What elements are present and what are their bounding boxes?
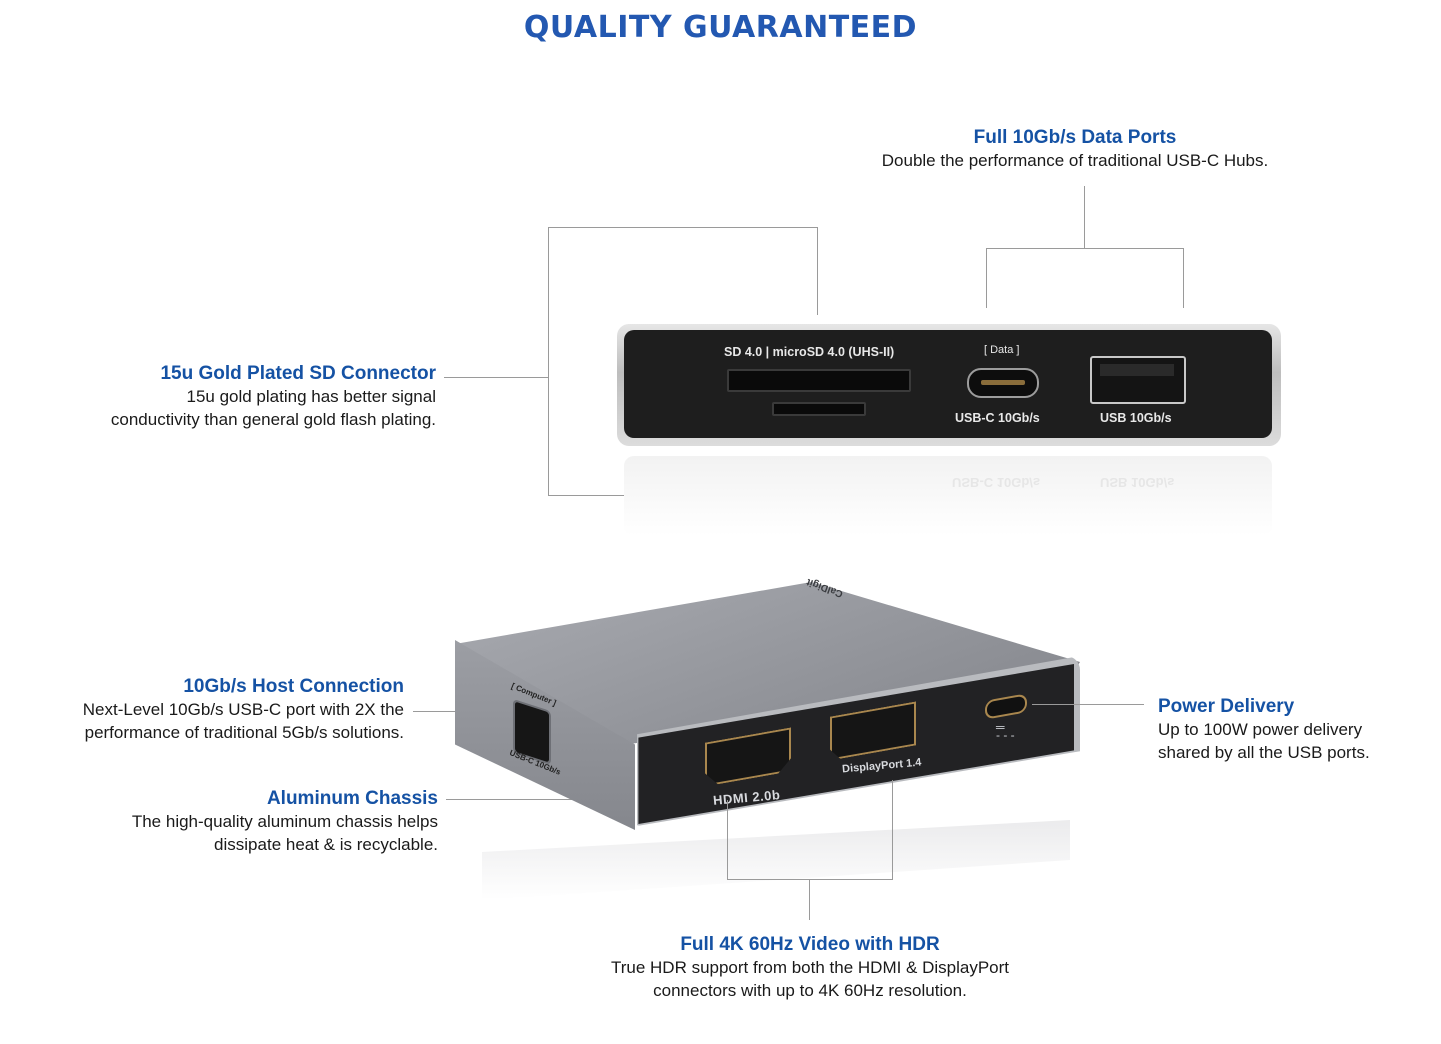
dc-power-icon: ═- - - [996, 720, 1015, 742]
leader-line [1032, 704, 1144, 705]
leader-line [817, 227, 818, 315]
leader-line [986, 248, 1184, 249]
callout-text: Up to 100W power delivery shared by all … [1158, 720, 1370, 762]
leader-line [892, 780, 893, 879]
callout-data-ports: Full 10Gb/s Data Ports Double the perfor… [840, 126, 1310, 172]
leader-line [809, 879, 810, 920]
callout-video-hdr: Full 4K 60Hz Video with HDR True HDR sup… [555, 933, 1065, 1002]
callout-heading: Aluminum Chassis [266, 788, 438, 809]
callout-heading: Full 4K 60Hz Video with HDR [680, 934, 940, 955]
leader-line [1084, 186, 1085, 248]
callout-heading: 10Gb/s Host Connection [183, 676, 404, 697]
leader-line [1183, 248, 1184, 308]
callout-heading: Full 10Gb/s Data Ports [973, 127, 1177, 148]
reflection-text: USB-C 10Gb/s [952, 475, 1041, 490]
sd-label: SD 4.0 | microSD 4.0 (UHS-II) [724, 345, 895, 359]
callout-text: 15u gold plating has better signal condu… [110, 387, 436, 429]
usbc-data-tag: [ Data ] [984, 344, 1020, 356]
leader-line [444, 377, 548, 378]
usba-port [1090, 356, 1186, 404]
usbc-port [967, 368, 1039, 398]
callout-heading: Power Delivery [1158, 696, 1295, 717]
callout-text: Double the performance of traditional US… [881, 151, 1269, 170]
reflection-text: USB 10Gb/s [1100, 475, 1175, 490]
sd-card-slot [727, 369, 911, 392]
page-title: QUALITY GUARANTEED [523, 10, 918, 45]
usbc-label: USB-C 10Gb/s [955, 411, 1040, 425]
callout-text: The high-quality aluminum chassis helps … [131, 812, 438, 854]
leader-line [727, 800, 728, 879]
device-reflection [482, 820, 1070, 900]
usba-label: USB 10Gb/s [1100, 411, 1172, 425]
callout-heading: 15u Gold Plated SD Connector [160, 363, 436, 384]
callout-aluminum-chassis: Aluminum Chassis The high-quality alumin… [40, 787, 438, 856]
callout-text: True HDR support from both the HDMI & Di… [610, 958, 1010, 1000]
leader-line [727, 879, 893, 880]
leader-line [548, 227, 817, 228]
microsd-card-slot [772, 402, 866, 416]
callout-power-delivery: Power Delivery Up to 100W power delivery… [1158, 695, 1428, 764]
callout-host-connection: 10Gb/s Host Connection Next-Level 10Gb/s… [20, 675, 404, 744]
callout-sd-connector: 15u Gold Plated SD Connector 15u gold pl… [40, 362, 436, 431]
leader-line [986, 248, 987, 308]
device-reflection [624, 456, 1272, 536]
leader-line [446, 799, 624, 800]
callout-text: Next-Level 10Gb/s USB-C port with 2X the… [82, 700, 404, 742]
leader-line [548, 227, 549, 495]
